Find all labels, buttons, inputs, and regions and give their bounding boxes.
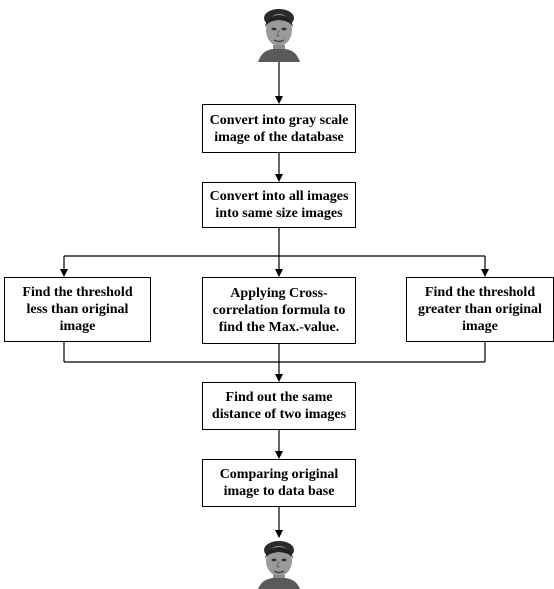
branch-center-label: Applying Cross-correlation formula to fi… xyxy=(212,286,346,335)
step5-label: Comparing original image to data base xyxy=(219,467,339,499)
branch-cross-correlation: Applying Cross-correlation formula to fi… xyxy=(202,277,356,344)
branch-threshold-greater: Find the threshold greater than original… xyxy=(406,277,554,342)
step2-label: Convert into all images into same size i… xyxy=(209,189,349,221)
step-find-same-distance: Find out the same distance of two images xyxy=(202,382,356,430)
step-convert-same-size: Convert into all images into same size i… xyxy=(202,182,356,228)
branch-right-label: Find the threshold greater than original… xyxy=(418,285,542,334)
input-face-icon xyxy=(254,6,304,62)
output-face-icon xyxy=(254,539,304,589)
step1-label: Convert into gray scale image of the dat… xyxy=(209,112,349,145)
branch-left-label: Find the threshold less than original im… xyxy=(22,285,133,334)
step4-label: Find out the same distance of two images xyxy=(211,390,347,422)
step-compare-database: Comparing original image to data base xyxy=(202,459,356,507)
branch-threshold-less: Find the threshold less than original im… xyxy=(4,277,151,342)
step-convert-gray-scale: Convert into gray scale image of the dat… xyxy=(202,104,356,153)
